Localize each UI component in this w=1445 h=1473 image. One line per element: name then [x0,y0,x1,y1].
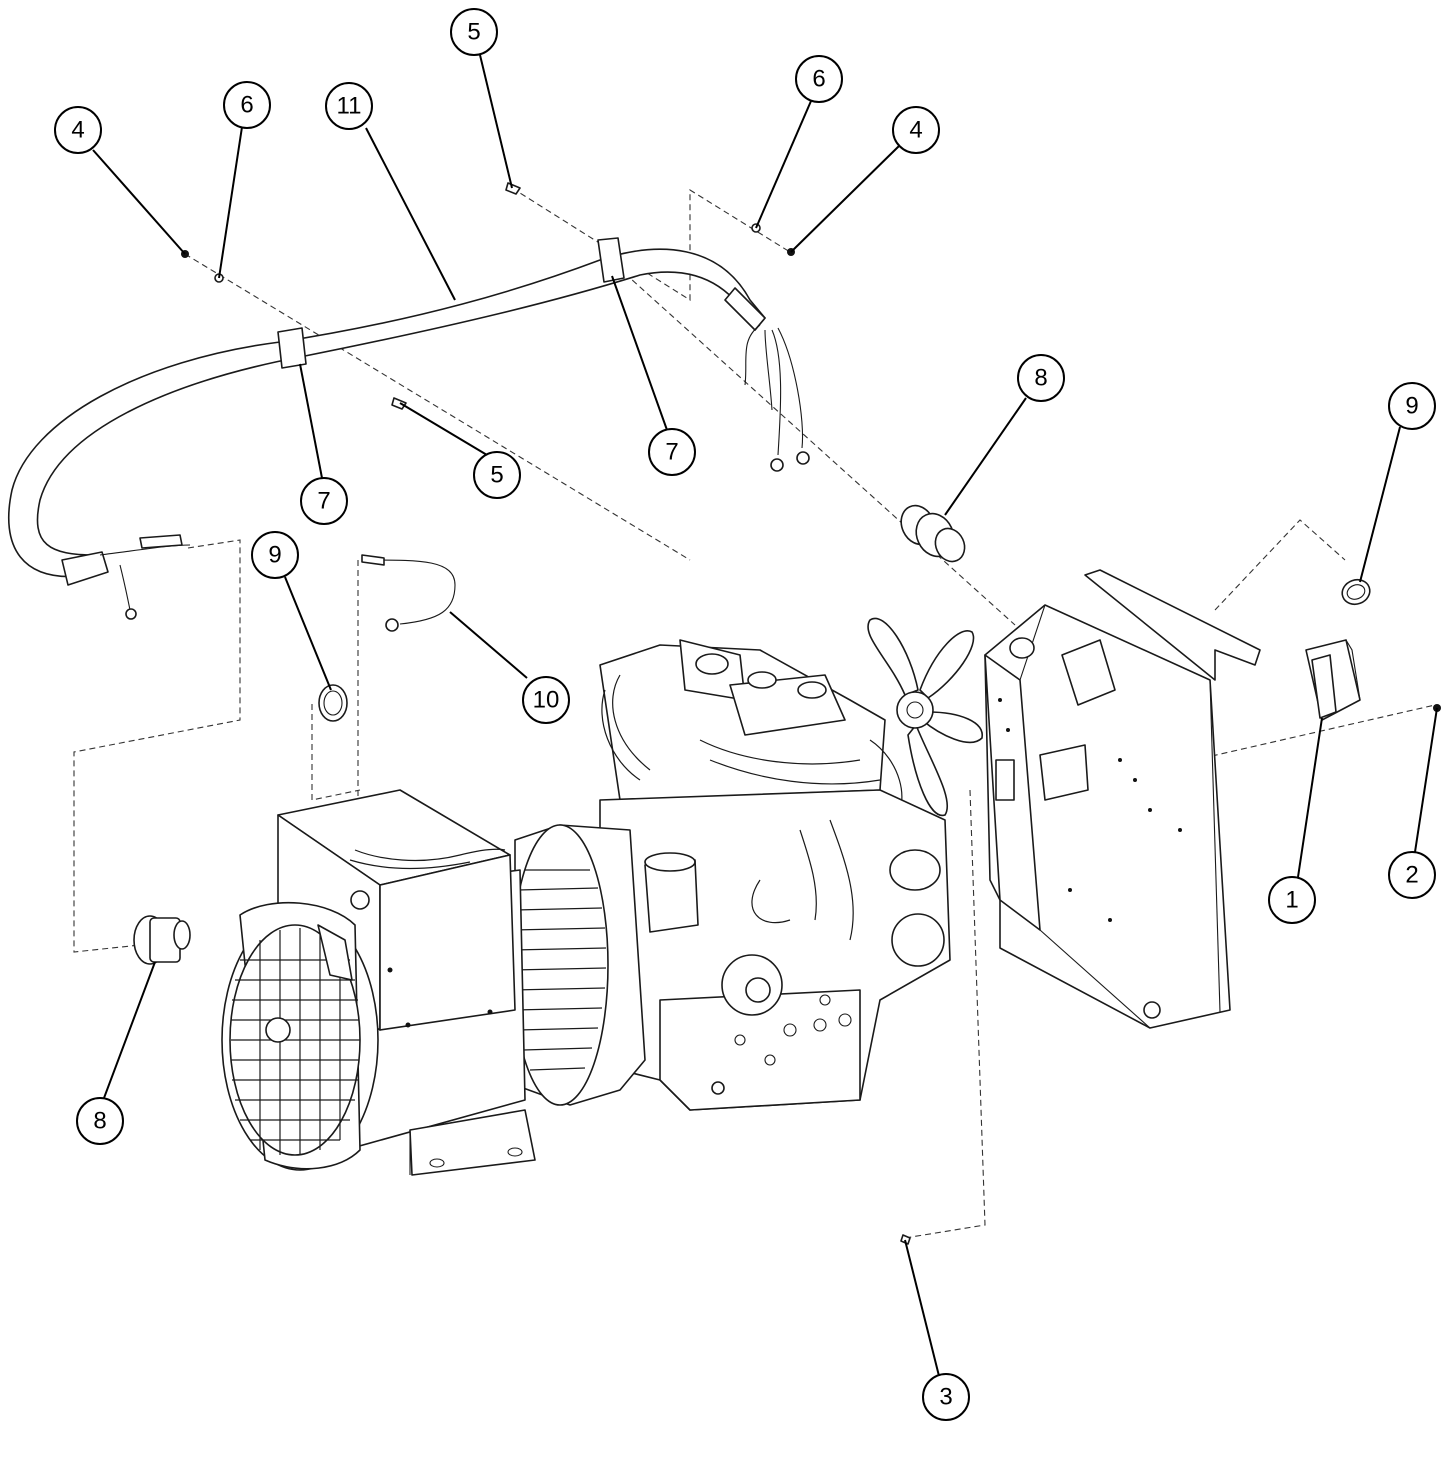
ground-cable [361,554,456,632]
callout-4a: 4 [54,106,102,154]
callout-7a: 7 [648,428,696,476]
callout-8a: 8 [1017,354,1065,402]
leader-lines [92,54,1438,1377]
callout-label: 7 [665,439,678,466]
callout-10: 10 [522,676,570,724]
callout-label: 4 [71,117,84,144]
callout-7b: 7 [300,477,348,525]
callout-5b: 5 [473,451,521,499]
callout-1: 1 [1268,876,1316,924]
callout-label: 10 [533,687,560,714]
callout-label: 6 [240,92,253,119]
callout-label: 11 [337,93,362,120]
callout-label: 2 [1405,862,1418,889]
callout-label: 8 [93,1108,106,1135]
lock-nut-right [1341,578,1371,606]
wire-harness [8,237,810,620]
callout-label: 4 [909,117,922,144]
callout-5a: 5 [450,8,498,56]
callout-3: 3 [922,1373,970,1421]
callout-4b: 4 [892,106,940,154]
callout-label: 9 [1405,393,1418,420]
callout-6b: 6 [795,55,843,103]
callout-9b: 9 [251,531,299,579]
callout-label: 9 [268,542,281,569]
engine-block [599,617,983,1111]
callout-9a: 9 [1388,382,1436,430]
screw-3 [900,1234,911,1245]
cable-gland-left [133,915,191,965]
control-component [1305,639,1361,721]
callout-6a: 6 [223,81,271,129]
callout-label: 8 [1034,365,1047,392]
callout-label: 1 [1285,887,1298,914]
callout-label: 6 [812,66,825,93]
screw-5a [505,182,521,195]
callout-11: 11 [325,82,373,130]
cable-gland-right [900,504,966,563]
lock-nut-left [318,684,348,722]
control-box [984,569,1261,1029]
callout-8b: 8 [76,1097,124,1145]
alternator [221,789,646,1176]
callout-label: 5 [467,19,480,46]
callout-2: 2 [1388,851,1436,899]
callout-label: 5 [490,462,503,489]
callout-label: 3 [939,1384,952,1411]
screw-5b [391,397,407,410]
callout-label: 7 [317,488,330,515]
cooling-fan [867,617,983,817]
